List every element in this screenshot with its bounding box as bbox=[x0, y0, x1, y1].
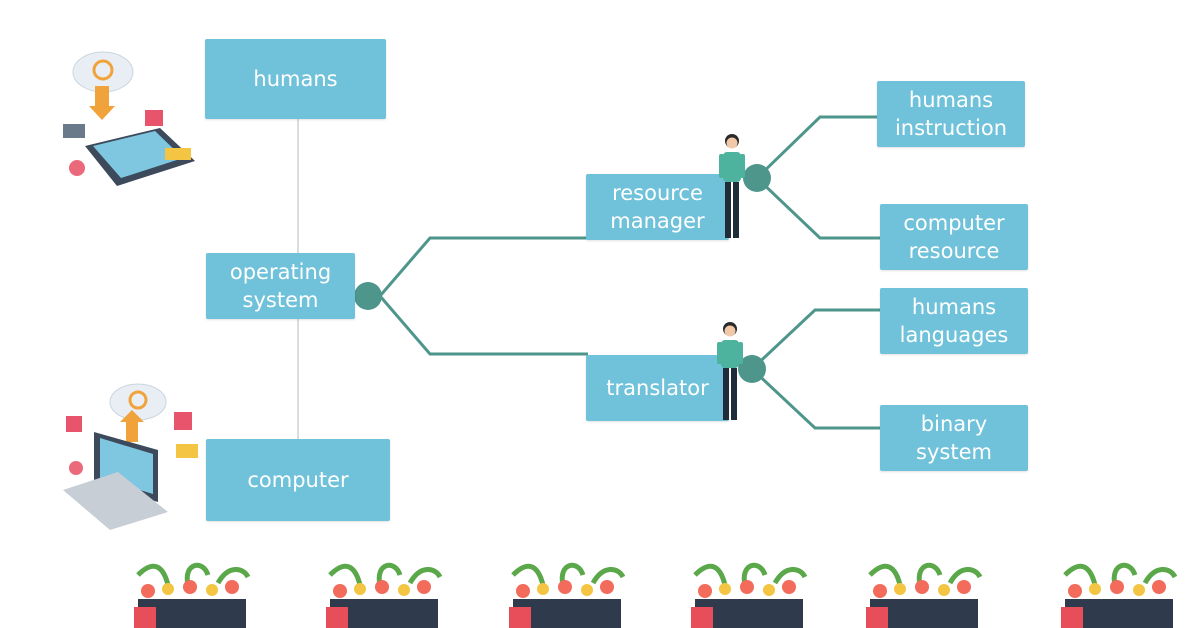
node-humans-languages: humans languages bbox=[880, 288, 1028, 354]
connector-tr-to-binary-system bbox=[750, 367, 880, 430]
connector-tr-to-humans-languages bbox=[750, 308, 880, 371]
flower-pot-icon bbox=[326, 562, 443, 628]
hub-operating-system bbox=[354, 282, 382, 310]
connector-rm-to-computer-resource bbox=[755, 176, 880, 240]
node-humans: humans bbox=[205, 39, 386, 119]
person-icon bbox=[717, 322, 743, 420]
flower-pot-icon bbox=[866, 562, 983, 628]
hub-resource-manager bbox=[743, 164, 771, 192]
flower-pot-icon bbox=[1061, 562, 1178, 628]
node-computer-label: computer bbox=[247, 468, 349, 492]
connector-os-to-resource-manager bbox=[355, 236, 588, 298]
flower-pot-icon bbox=[691, 562, 808, 628]
node-binary-system: binary system bbox=[880, 405, 1028, 471]
cloud-sync-tablet-icon bbox=[63, 51, 195, 186]
node-humans-instruction-label: humans instruction bbox=[894, 88, 1008, 140]
node-resource-manager-label: resource manager bbox=[610, 181, 705, 233]
node-computer: computer bbox=[206, 439, 390, 521]
cloud-upload-laptop-icon bbox=[63, 383, 198, 530]
person-icon bbox=[719, 134, 745, 238]
node-translator-label: translator bbox=[606, 376, 709, 400]
node-computer-resource: computer resource bbox=[880, 204, 1028, 270]
node-operating-system-label: operating system bbox=[229, 260, 332, 312]
node-resource-manager: resource manager bbox=[586, 174, 729, 240]
node-translator: translator bbox=[586, 355, 729, 421]
node-binary-system-label: binary system bbox=[916, 412, 992, 464]
flower-pot-icon bbox=[509, 562, 626, 628]
node-humans-languages-label: humans languages bbox=[899, 295, 1009, 347]
connector-rm-to-humans-instruction bbox=[755, 115, 878, 180]
node-operating-system: operating system bbox=[206, 253, 355, 319]
connector-os-to-translator bbox=[378, 295, 588, 356]
flower-pot-icon bbox=[134, 562, 251, 628]
node-humans-instruction: humans instruction bbox=[877, 81, 1025, 147]
node-humans-label: humans bbox=[253, 67, 338, 91]
node-computer-resource-label: computer resource bbox=[903, 211, 1005, 263]
